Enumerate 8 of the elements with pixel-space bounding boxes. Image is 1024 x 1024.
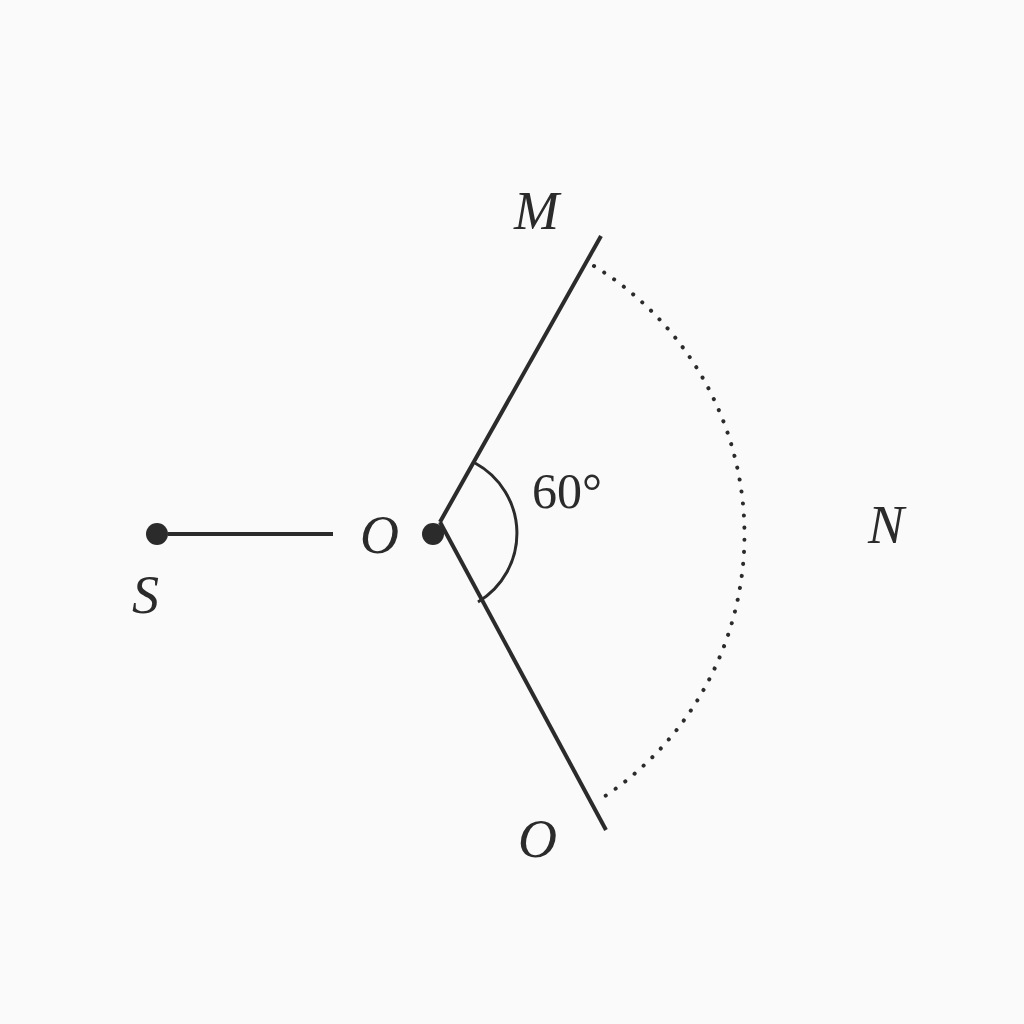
point-label: S [132, 568, 159, 622]
line-segment [168, 532, 333, 536]
point-label: N [868, 498, 905, 552]
point-label: O [360, 508, 399, 562]
angle-label: 60° [532, 466, 602, 516]
point-label: O [518, 812, 557, 866]
line-segment [438, 235, 603, 523]
line-segment [438, 521, 608, 831]
